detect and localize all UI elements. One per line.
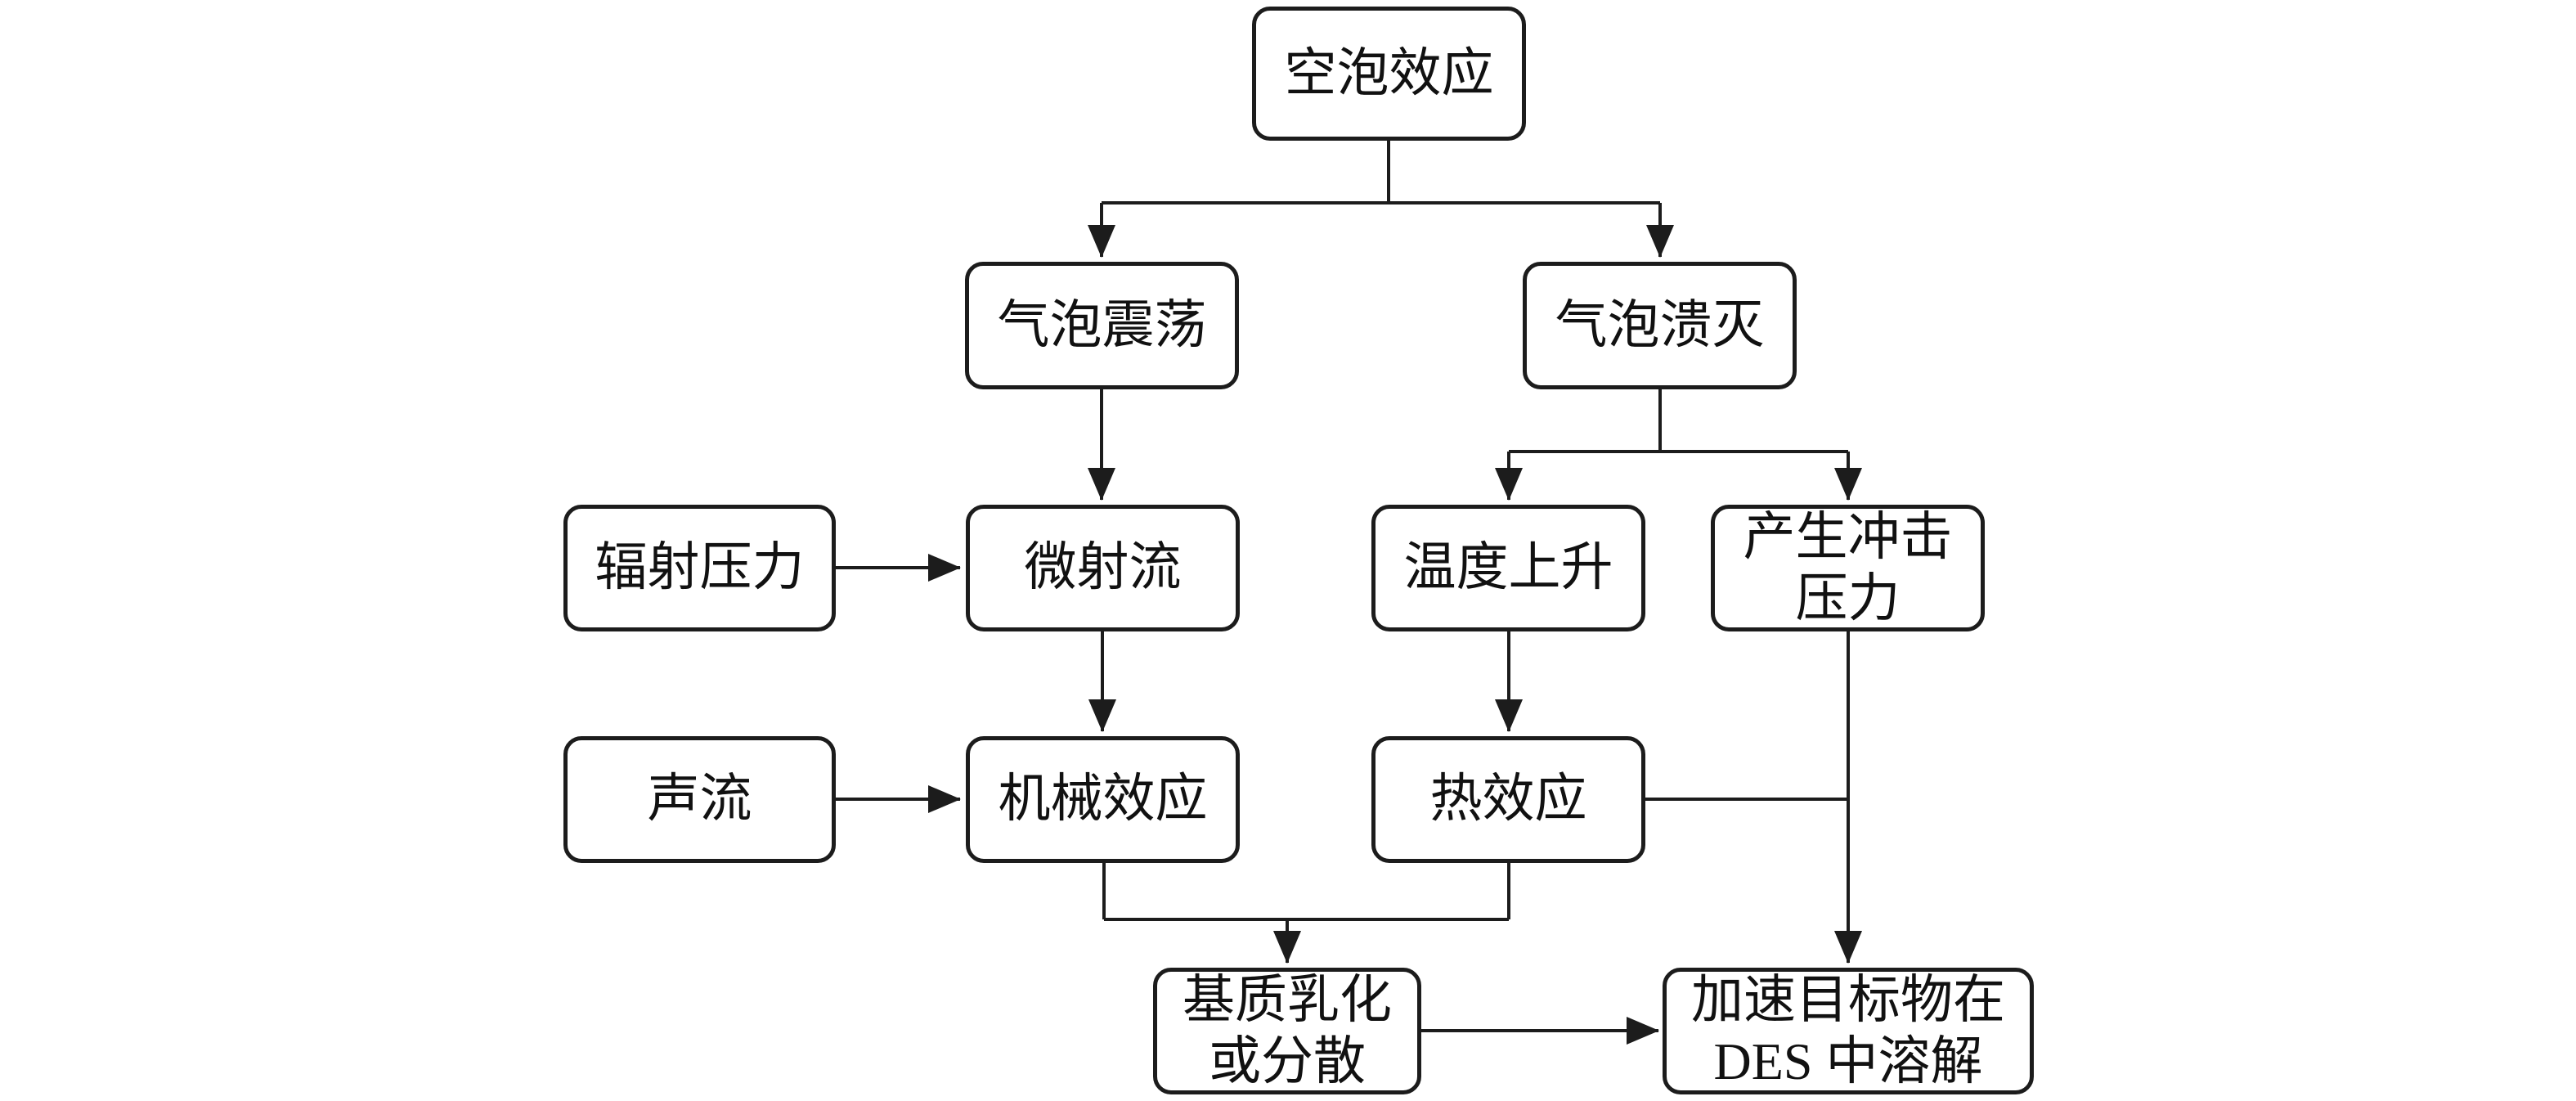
node-label: 基质乳化 或分散 [1183, 971, 1392, 1090]
node-temperature-rise: 温度上升 [1371, 505, 1645, 631]
node-label: 产生冲击 压力 [1743, 508, 1953, 627]
node-radiation-pressure: 辐射压力 [563, 505, 836, 631]
node-label: 声流 [647, 770, 752, 829]
node-label: 热效应 [1429, 770, 1587, 829]
node-cavitation-effect: 空泡效应 [1252, 7, 1526, 141]
node-label: 辐射压力 [595, 538, 805, 597]
node-label: 气泡溃灭 [1555, 295, 1765, 354]
node-thermal-effect: 热效应 [1371, 736, 1645, 863]
node-label: 加速目标物在 DES 中溶解 [1691, 971, 2005, 1090]
node-label: 微射流 [1024, 538, 1182, 597]
node-mechanical-effect: 机械效应 [966, 736, 1240, 863]
node-matrix-emulsification: 基质乳化 或分散 [1153, 968, 1421, 1094]
node-label: 温度上升 [1403, 538, 1613, 597]
node-label: 机械效应 [998, 770, 1208, 829]
node-acoustic-streaming: 声流 [563, 736, 836, 863]
node-label: 空泡效应 [1284, 43, 1494, 102]
node-bubble-oscillation: 气泡震荡 [965, 262, 1239, 389]
node-impact-pressure: 产生冲击 压力 [1711, 505, 1985, 631]
node-des-dissolution: 加速目标物在 DES 中溶解 [1663, 968, 2034, 1094]
node-label: 气泡震荡 [997, 295, 1207, 354]
node-micro-jet: 微射流 [966, 505, 1240, 631]
node-bubble-collapse: 气泡溃灭 [1523, 262, 1797, 389]
